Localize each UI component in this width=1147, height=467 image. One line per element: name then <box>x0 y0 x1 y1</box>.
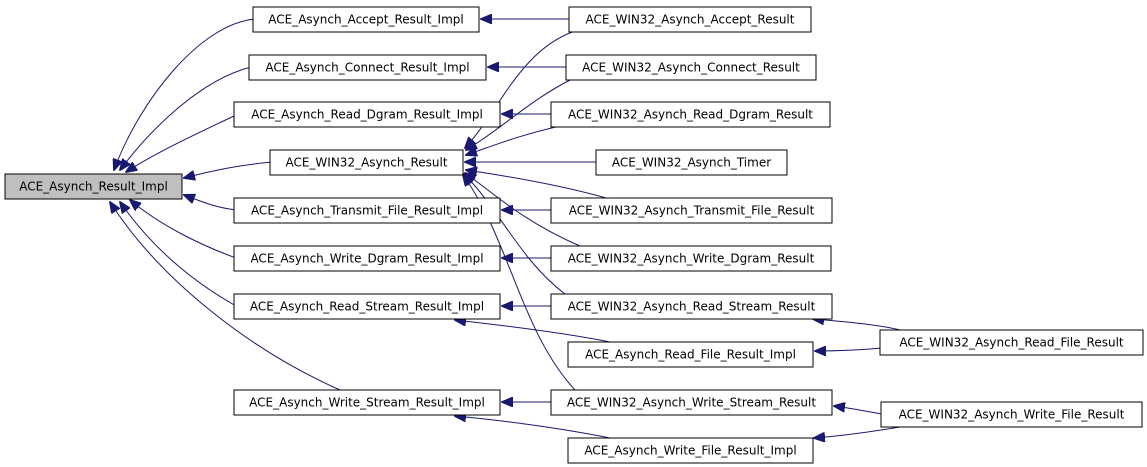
class-node-wTrf[interactable]: ACE_WIN32_Asynch_Transmit_File_Result <box>550 197 833 224</box>
class-label: ACE_WIN32_Asynch_Read_File_Result <box>899 336 1124 350</box>
class-box <box>233 245 501 272</box>
class-box <box>550 293 833 320</box>
inheritance-edge-rdgI-to-root <box>126 114 237 172</box>
class-box <box>568 6 812 33</box>
class-box <box>233 293 501 320</box>
class-node-rdgI[interactable]: ACE_Asynch_Read_Dgram_Result_Impl <box>233 101 501 128</box>
inheritance-edge-wCon-to-w32 <box>466 78 573 150</box>
class-box <box>880 401 1143 428</box>
class-node-wWdg[interactable]: ACE_WIN32_Asynch_Write_Dgram_Result <box>550 245 832 272</box>
inheritance-edge-rfI-to-rstI <box>455 320 611 343</box>
class-box <box>233 197 501 224</box>
inheritance-edge-wRdg-to-w32 <box>466 125 561 155</box>
class-label: ACE_WIN32_Asynch_Read_Dgram_Result <box>568 108 813 122</box>
class-box <box>269 149 464 176</box>
inheritance-edge-trfI-to-root <box>184 195 237 211</box>
inheritance-edge-wWf-to-wfI <box>814 426 901 438</box>
class-node-wWf[interactable]: ACE_WIN32_Asynch_Write_File_Result <box>880 401 1143 428</box>
class-node-wdgI[interactable]: ACE_Asynch_Write_Dgram_Result_Impl <box>233 245 501 272</box>
nodes-layer: ACE_Asynch_Result_Impl ACE_Asynch_Accept_… <box>4 6 1144 464</box>
class-node-conI[interactable]: ACE_Asynch_Connect_Result_Impl <box>248 54 487 81</box>
class-node-rstI[interactable]: ACE_Asynch_Read_Stream_Result_Impl <box>233 293 501 320</box>
class-label: ACE_Asynch_Connect_Result_Impl <box>265 61 469 75</box>
class-label: ACE_WIN32_Asynch_Read_Stream_Result <box>568 300 816 314</box>
inheritance-edge-wTrf-to-w32 <box>466 170 607 199</box>
class-label: ACE_Asynch_Result_Impl <box>19 180 168 194</box>
class-label: ACE_Asynch_Accept_Result_Impl <box>268 13 464 27</box>
inheritance-edge-wRst-to-w32 <box>464 174 566 295</box>
class-label: ACE_WIN32_Asynch_Timer <box>612 156 771 170</box>
inheritance-edge-conI-to-root <box>120 66 252 170</box>
inheritance-edge-wfI-to-wstI <box>455 416 611 439</box>
class-box <box>4 173 183 200</box>
class-node-accI[interactable]: ACE_Asynch_Accept_Result_Impl <box>252 6 480 33</box>
class-label: ACE_WIN32_Asynch_Write_File_Result <box>899 408 1125 422</box>
class-node-rfI[interactable]: ACE_Asynch_Read_File_Result_Impl <box>567 341 814 368</box>
class-box <box>550 389 833 416</box>
class-label: ACE_WIN32_Asynch_Transmit_File_Result <box>569 204 815 218</box>
class-box <box>567 437 814 464</box>
class-node-wWst[interactable]: ACE_WIN32_Asynch_Write_Stream_Result <box>550 389 833 416</box>
class-label: ACE_WIN32_Asynch_Result <box>285 156 447 170</box>
class-label: ACE_Asynch_Read_File_Result_Impl <box>585 348 796 362</box>
class-label: ACE_Asynch_Transmit_File_Result_Impl <box>251 204 483 218</box>
class-label: ACE_Asynch_Write_File_Result_Impl <box>584 444 796 458</box>
class-node-w32[interactable]: ACE_WIN32_Asynch_Result <box>269 149 464 176</box>
class-box <box>248 54 487 81</box>
class-label: ACE_WIN32_Asynch_Accept_Result <box>586 13 795 27</box>
class-label: ACE_Asynch_Write_Dgram_Result_Impl <box>250 252 483 266</box>
inheritance-edge-wRf-to-wRst <box>813 319 901 331</box>
class-box <box>879 329 1144 356</box>
class-box <box>233 101 501 128</box>
class-node-wRf[interactable]: ACE_WIN32_Asynch_Read_File_Result <box>879 329 1144 356</box>
inheritance-edge-rstI-to-root <box>120 202 237 307</box>
class-label: ACE_Asynch_Write_Stream_Result_Impl <box>249 396 485 410</box>
inheritance-edge-accI-to-root <box>114 18 256 170</box>
class-node-trfI[interactable]: ACE_Asynch_Transmit_File_Result_Impl <box>233 197 501 224</box>
inheritance-edge-wWf-to-wWst <box>834 406 883 415</box>
inheritance-edge-wdgI-to-root <box>130 200 237 259</box>
inheritance-edge-w32-to-root <box>184 161 273 178</box>
class-node-wAcc[interactable]: ACE_WIN32_Asynch_Accept_Result <box>568 6 812 33</box>
class-label: ACE_WIN32_Asynch_Write_Stream_Result <box>567 396 816 410</box>
class-node-wRst[interactable]: ACE_WIN32_Asynch_Read_Stream_Result <box>550 293 833 320</box>
inheritance-edge-wRf-to-rfI <box>815 348 883 351</box>
class-node-wTim[interactable]: ACE_WIN32_Asynch_Timer <box>595 149 788 176</box>
class-box <box>550 245 832 272</box>
class-node-wfI[interactable]: ACE_Asynch_Write_File_Result_Impl <box>567 437 814 464</box>
inheritance-edge-wstI-to-root <box>110 202 341 391</box>
class-box <box>550 197 833 224</box>
class-node-wCon[interactable]: ACE_WIN32_Asynch_Connect_Result <box>565 54 817 81</box>
class-label: ACE_WIN32_Asynch_Connect_Result <box>582 61 800 75</box>
class-box <box>567 341 814 368</box>
class-node-root[interactable]: ACE_Asynch_Result_Impl <box>4 173 183 200</box>
class-label: ACE_Asynch_Read_Stream_Result_Impl <box>250 300 484 314</box>
class-box <box>233 389 501 416</box>
class-label: ACE_Asynch_Read_Dgram_Result_Impl <box>251 108 483 122</box>
class-box <box>252 6 480 33</box>
inheritance-edge-wAcc-to-w32 <box>465 30 576 148</box>
class-box <box>595 149 788 176</box>
edges-layer <box>110 18 901 439</box>
class-box <box>550 101 831 128</box>
class-box <box>565 54 817 81</box>
class-node-wstI[interactable]: ACE_Asynch_Write_Stream_Result_Impl <box>233 389 501 416</box>
class-node-wRdg[interactable]: ACE_WIN32_Asynch_Read_Dgram_Result <box>550 101 831 128</box>
class-label: ACE_WIN32_Asynch_Write_Dgram_Result <box>568 252 815 266</box>
